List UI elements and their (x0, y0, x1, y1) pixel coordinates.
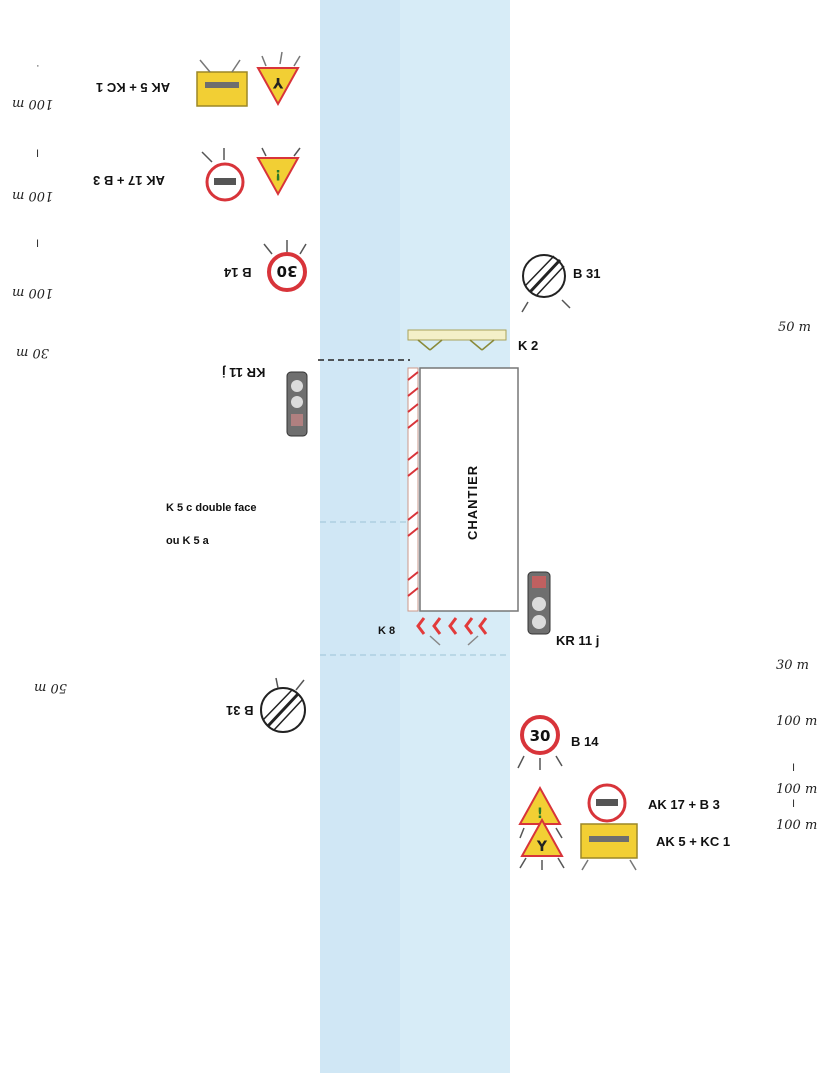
b14-sign-top: 30 (263, 240, 307, 292)
distance-left-5: 50 m (34, 680, 68, 695)
ak17-sign-text-top: ! (275, 166, 281, 182)
tick-left-2: I (36, 238, 40, 250)
tick-right-2: I (792, 798, 796, 810)
tick-right-1: I (792, 762, 796, 774)
label-kr11j-bottom: KR 11 j (556, 633, 600, 648)
svg-text:Y: Y (536, 839, 548, 855)
label-kr11j-top: KR 11 j (222, 365, 266, 380)
distance-left-1: 100 m (12, 96, 54, 111)
b14-speed-bottom: 30 (530, 727, 551, 745)
b31-sign-top (521, 254, 571, 313)
k5c-barrier (407, 367, 419, 612)
label-b14-bottom: B 14 (571, 734, 599, 749)
ak17-sign-top: ! (256, 147, 301, 197)
distance-right-1: 50 m (778, 320, 812, 335)
k8-chevrons (416, 617, 488, 646)
kc1-panel-top (196, 59, 248, 107)
label-b31-bottom: B 31 (226, 703, 254, 718)
distance-right-5: 100 m (776, 818, 818, 833)
tick-left-1: I (36, 148, 40, 160)
k2-barrier (407, 329, 507, 351)
distance-right-2: 30 m (776, 658, 810, 673)
label-ak5-kc1-top: AK 5 + KC 1 (96, 80, 171, 95)
distance-left-4: 30 m (16, 345, 50, 360)
kr11j-signal-top (286, 371, 308, 437)
kr11j-signal-bottom (527, 571, 551, 635)
tick-left-0: · (36, 60, 40, 72)
label-b31-top: B 31 (573, 266, 601, 281)
b14-speed-top: 30 (277, 262, 298, 280)
label-b14-top: B 14 (224, 265, 252, 280)
ak5-sign-bottom: Y (519, 817, 565, 870)
svg-text:Y: Y (272, 74, 284, 90)
b14-sign-bottom: 30 (517, 715, 563, 770)
label-ak5-kc1-bottom: AK 5 + KC 1 (656, 834, 731, 849)
ak17-sign-text-bottom: ! (537, 806, 543, 822)
kc1-panel-bottom (580, 823, 638, 871)
distance-right-4: 100 m (776, 782, 818, 797)
label-k5c-line2: ou K 5 a (166, 535, 209, 547)
label-ak17-b3-top: AK 17 + B 3 (93, 173, 165, 188)
road-shade (320, 0, 400, 1073)
label-k2: K 2 (518, 338, 539, 353)
label-k8: K 8 (378, 625, 396, 637)
b3-sign-top (201, 148, 245, 202)
label-ak17-b3-bottom: AK 17 + B 3 (648, 797, 720, 812)
work-area (419, 367, 519, 612)
label-chantier: CHANTIER (465, 464, 480, 540)
distance-left-2: 100 m (12, 188, 54, 203)
distance-right-3: 100 m (776, 714, 818, 729)
ak5-sign-top: Y (256, 51, 301, 107)
b31-sign-bottom (260, 677, 306, 733)
label-k5c-line1: K 5 c double face (166, 502, 257, 514)
distance-left-3: 100 m (12, 285, 54, 300)
